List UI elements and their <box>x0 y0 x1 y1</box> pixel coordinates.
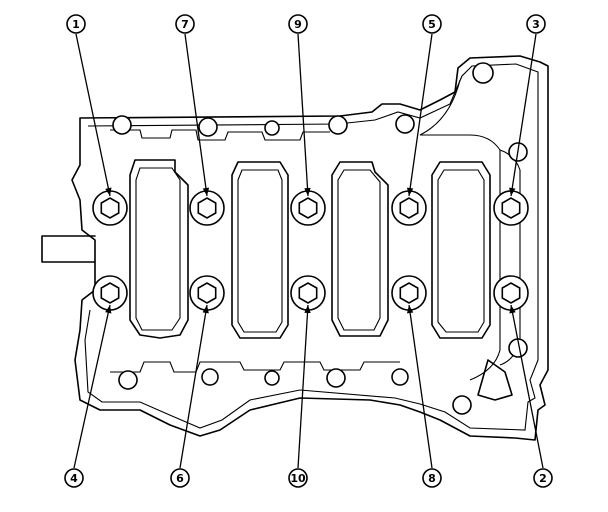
bolts <box>92 190 529 311</box>
bolt-bottom-5 <box>493 275 529 311</box>
label-circle-top-5 <box>526 14 546 34</box>
bolt-top-4 <box>391 190 427 226</box>
hole-b2 <box>201 368 219 386</box>
hole-b4 <box>326 368 346 388</box>
leader-arrow-bottom-5 <box>509 305 516 314</box>
hole-t4 <box>328 115 348 135</box>
leader-arrow-top-2 <box>202 187 210 196</box>
label-circle-top-1 <box>66 14 86 34</box>
bolt-head <box>501 282 521 304</box>
label-number-top-4: 5 <box>428 18 436 31</box>
bolt-head <box>100 282 120 304</box>
label-number-bottom-3: 10 <box>290 472 306 485</box>
block-outline <box>71 55 549 441</box>
right-rail-2 <box>499 149 521 366</box>
bolt-head <box>298 197 318 219</box>
label-number-top-1: 1 <box>72 18 80 31</box>
label-circle-top-4 <box>422 14 442 34</box>
bolt-head <box>100 197 120 219</box>
leader-line-bottom-2 <box>179 304 208 469</box>
bolt-head <box>501 197 521 219</box>
leader-line-bottom-5 <box>510 304 544 469</box>
leader-line-bottom-4 <box>408 304 433 469</box>
label-number-top-5: 3 <box>532 18 540 31</box>
leader-arrow-bottom-1 <box>105 305 112 314</box>
leader-line-top-2 <box>184 33 208 197</box>
block-inner-outline <box>84 63 539 431</box>
bolt-head <box>197 282 217 304</box>
bolt-bottom-4 <box>391 275 427 311</box>
hole-t5 <box>395 114 415 134</box>
bolt-top-3 <box>290 190 326 226</box>
leader-arrow-top-1 <box>105 187 112 196</box>
hole-t1 <box>112 115 132 135</box>
label-number-bottom-5: 2 <box>539 472 547 485</box>
leader-line-top-1 <box>75 33 111 197</box>
right-rail <box>419 79 501 381</box>
well-1 <box>129 159 189 339</box>
leader-arrow-bottom-4 <box>406 305 414 314</box>
bolt-head <box>399 197 419 219</box>
label-circle-top-2 <box>175 14 195 34</box>
well-3 <box>331 161 389 337</box>
well-2 <box>231 161 289 339</box>
leader-line-bottom-3 <box>297 304 309 469</box>
label-circle-bottom-1 <box>64 468 84 488</box>
left-tab <box>41 235 96 263</box>
label-number-bottom-2: 6 <box>176 472 184 485</box>
label-number-bottom-4: 8 <box>428 472 436 485</box>
passage-holes <box>112 62 528 415</box>
leader-line-top-3 <box>297 33 309 197</box>
bolt-top-2 <box>189 190 225 226</box>
bolt-bottom-1 <box>92 275 128 311</box>
bolt-bottom-2 <box>189 275 225 311</box>
hole-b1 <box>118 370 138 390</box>
label-circle-bottom-3 <box>288 468 308 488</box>
bolt-top-1 <box>92 190 128 226</box>
hole-b5 <box>391 368 409 386</box>
bolt-head <box>197 197 217 219</box>
bolt-top-5 <box>493 190 529 226</box>
well-2-inner <box>237 169 283 333</box>
well-4 <box>431 161 491 339</box>
bottom-notches <box>110 361 400 373</box>
label-number-top-2: 7 <box>181 18 189 31</box>
leader-arrow-top-5 <box>509 187 516 196</box>
cylinder-wells <box>129 159 491 339</box>
sequence-labels: 1 7 9 5 3 4 6 10 8 2 <box>64 14 553 488</box>
well-1-inner <box>135 167 181 331</box>
leader-arrow-bottom-2 <box>202 305 209 314</box>
leader-arrow-top-4 <box>406 187 414 196</box>
bolt-head <box>399 282 419 304</box>
label-circle-bottom-4 <box>422 468 442 488</box>
hole-b3 <box>264 370 280 386</box>
leader-line-bottom-1 <box>73 304 111 469</box>
well-4-inner <box>437 169 485 333</box>
label-circle-bottom-2 <box>170 468 190 488</box>
well-3-inner <box>337 169 381 331</box>
hole-t2 <box>198 117 218 137</box>
leader-line-top-5 <box>510 33 537 197</box>
bolt-head <box>298 282 318 304</box>
leader-line-top-4 <box>408 33 433 197</box>
oil-gallery <box>477 359 513 401</box>
leader-arrow-top-3 <box>304 187 311 196</box>
leader-arrow-bottom-3 <box>304 305 311 314</box>
hole-b6 <box>452 395 472 415</box>
label-circle-bottom-5 <box>533 468 553 488</box>
label-number-bottom-1: 4 <box>70 472 78 485</box>
top-notches <box>110 129 330 141</box>
bolt-bottom-3 <box>290 275 326 311</box>
label-circle-top-3 <box>288 14 308 34</box>
hole-t6 <box>472 62 494 84</box>
label-number-top-3: 9 <box>294 18 302 31</box>
hole-t3 <box>264 120 280 136</box>
